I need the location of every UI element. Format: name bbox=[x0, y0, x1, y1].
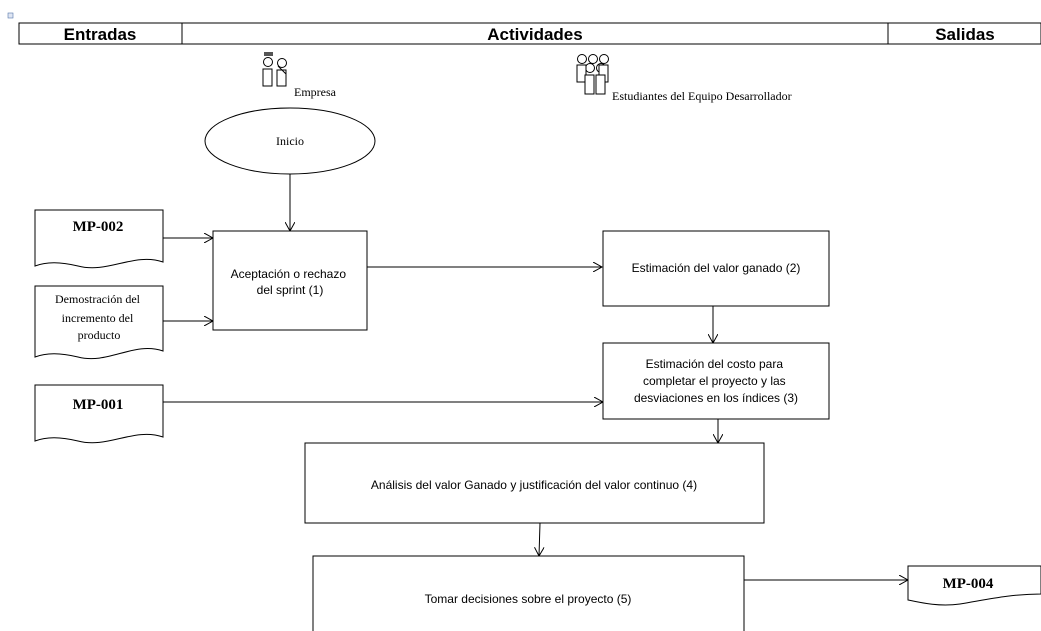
group-people-icon bbox=[576, 54, 609, 95]
document-mp002-label: MP-002 bbox=[73, 219, 124, 235]
actor-team-label: Estudiantes del Equipo Desarrollador bbox=[612, 89, 792, 103]
activity-1-label: Aceptación o rechazo del sprint (1) bbox=[231, 267, 350, 297]
document-demo-label: Demostración del incremento del producto bbox=[55, 292, 143, 342]
document-mp004-label: MP-004 bbox=[943, 576, 994, 592]
connectors bbox=[163, 174, 908, 580]
document-mp001-label: MP-001 bbox=[73, 397, 124, 413]
activity-2-label: Estimación del valor ganado (2) bbox=[632, 261, 801, 275]
activity-4-label: Análisis del valor Ganado y justificació… bbox=[371, 478, 697, 492]
start-label: Inicio bbox=[276, 134, 304, 148]
header-frame bbox=[18, 22, 1041, 45]
activity-5-label: Tomar decisiones sobre el proyecto (5) bbox=[425, 592, 632, 606]
document-demo bbox=[34, 285, 164, 360]
document-mp004 bbox=[907, 565, 1041, 606]
header-activities: Actividades bbox=[487, 25, 582, 44]
header-outputs: Salidas bbox=[935, 25, 995, 44]
activity-5-box bbox=[312, 555, 745, 631]
activity-4-box bbox=[304, 442, 765, 524]
document-mp001 bbox=[34, 384, 164, 444]
business-person-icon bbox=[262, 52, 287, 87]
header-inputs: Entradas bbox=[64, 25, 137, 44]
header-row: Entradas Actividades Salidas bbox=[18, 22, 1041, 45]
activity-3-label: Estimación del costo para completar el p… bbox=[634, 357, 798, 405]
arrow-a4-to-a5 bbox=[539, 522, 540, 556]
corner-marker bbox=[7, 12, 14, 19]
actor-company-label: Empresa bbox=[294, 85, 337, 99]
activity-3-box bbox=[602, 342, 830, 420]
document-mp002 bbox=[34, 209, 164, 269]
activity-1-box bbox=[212, 230, 368, 331]
activity-2-box bbox=[602, 230, 830, 307]
